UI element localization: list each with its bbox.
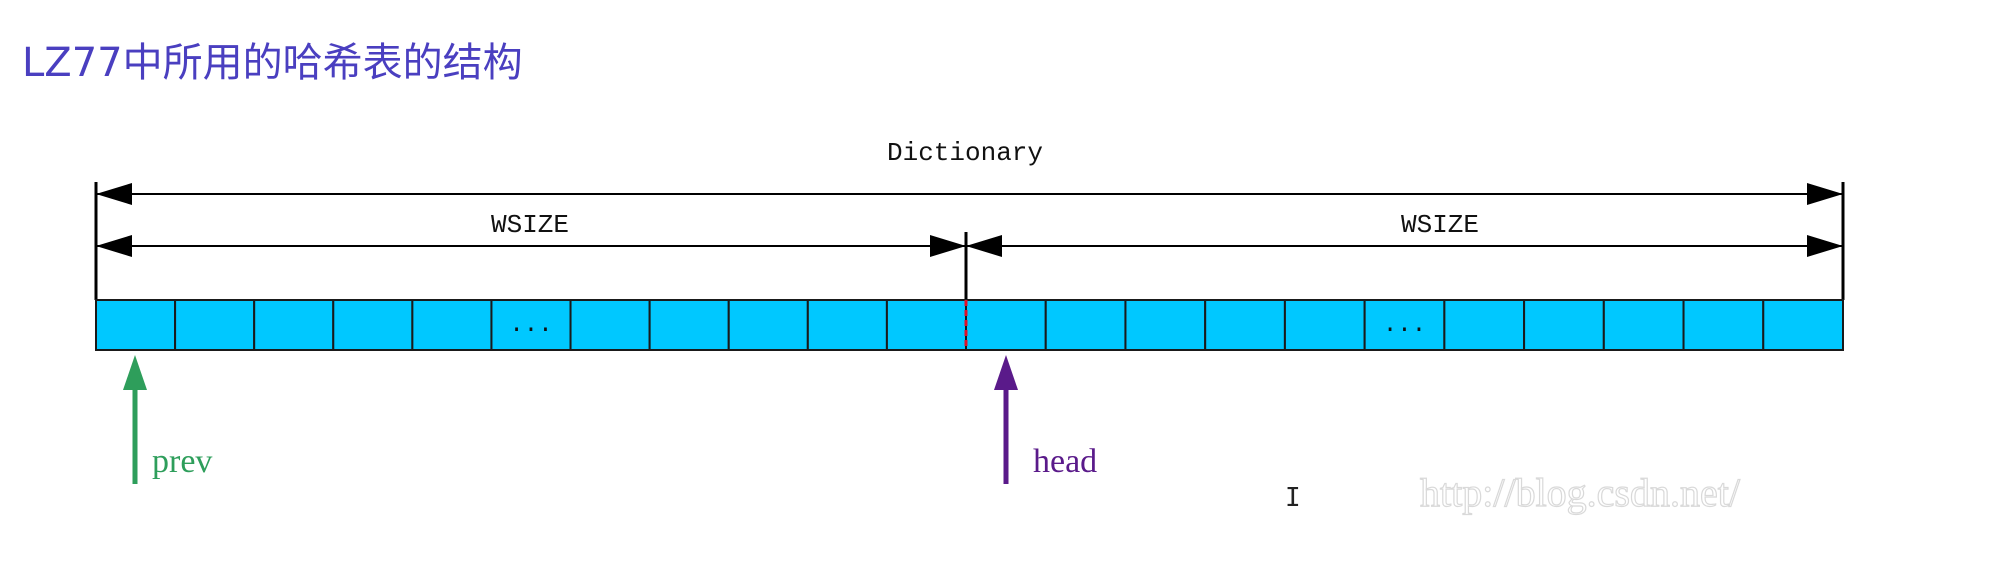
right-cell xyxy=(1044,299,1127,351)
left-cell xyxy=(95,299,177,351)
right-cell xyxy=(1762,299,1844,351)
head-arrowhead xyxy=(994,355,1018,390)
left-cell xyxy=(411,299,493,351)
right-cell xyxy=(1443,299,1526,351)
right-wsize-left-arrowhead xyxy=(966,235,1002,257)
right-cell xyxy=(965,299,1047,351)
left-window-cells: ... xyxy=(95,299,968,351)
right-wsize-label: WSIZE xyxy=(1401,210,1479,240)
dictionary-left-arrowhead xyxy=(96,183,132,205)
left-wsize-label: WSIZE xyxy=(491,210,569,240)
prev-pointer: prev xyxy=(123,355,212,484)
right-cell xyxy=(1682,299,1765,351)
left-wsize-left-arrowhead xyxy=(96,235,132,257)
dictionary-right-arrowhead xyxy=(1807,183,1843,205)
right-cell xyxy=(1283,299,1366,351)
left-wsize-right-arrowhead xyxy=(930,235,966,257)
right-wsize-dimension-line xyxy=(966,235,1843,257)
left-cell xyxy=(885,299,968,351)
prev-label: prev xyxy=(152,443,212,480)
left-cell xyxy=(253,299,335,351)
left-cell xyxy=(174,299,256,351)
dictionary-label: Dictionary xyxy=(887,138,1043,168)
left-wsize-dimension-line xyxy=(96,235,966,257)
text-cursor-icon: I xyxy=(1285,483,1301,513)
right-wsize-right-arrowhead xyxy=(1807,235,1843,257)
left-cell xyxy=(806,299,888,351)
left-cell xyxy=(727,299,809,351)
right-cell xyxy=(1363,299,1446,351)
right-window-cells: ... xyxy=(965,299,1844,351)
prev-arrowhead xyxy=(123,355,147,390)
right-cell xyxy=(1602,299,1685,351)
watermark: http://blog.csdn.net/ xyxy=(1420,470,1741,515)
head-label: head xyxy=(1033,443,1097,480)
head-pointer: head xyxy=(994,355,1097,484)
right-cell xyxy=(1124,299,1207,351)
right-cell xyxy=(1204,299,1286,351)
left-cell xyxy=(648,299,730,351)
left-ellipsis: ... xyxy=(509,312,552,339)
left-cell xyxy=(569,299,651,351)
right-ellipsis: ... xyxy=(1383,312,1426,339)
page-title: LZ77中所用的哈希表的结构 xyxy=(22,40,523,86)
right-cell xyxy=(1523,299,1605,351)
left-cell xyxy=(332,299,414,351)
dictionary-dimension-line xyxy=(96,183,1843,205)
